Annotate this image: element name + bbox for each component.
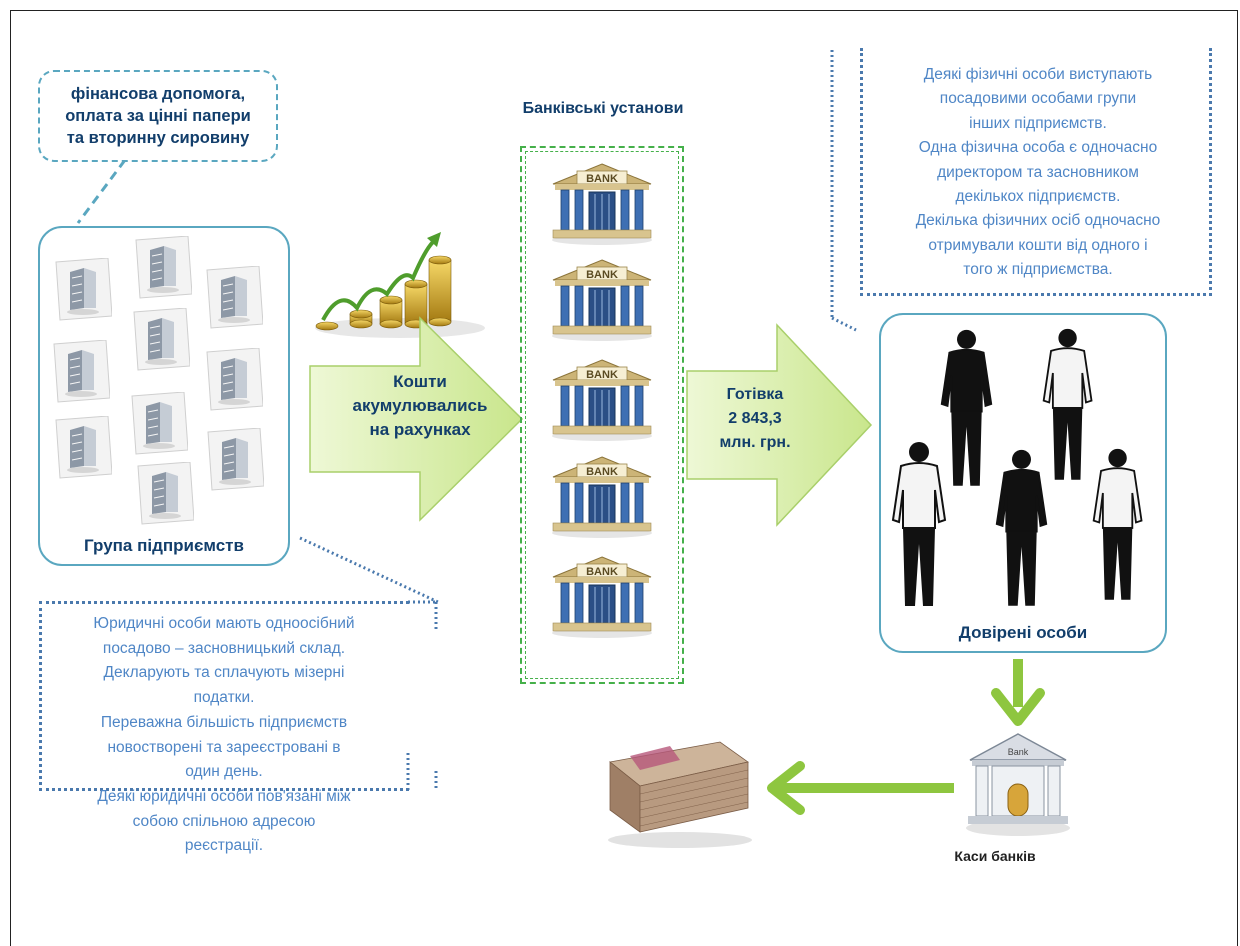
person-silhouette — [1040, 327, 1095, 488]
callout-tail — [76, 159, 127, 224]
bank-icon: BANK — [547, 358, 657, 447]
cash-arrow-label: Готівка 2 843,3 млн. грн. — [695, 383, 815, 455]
arrow2-line: 2 843,3 — [728, 410, 782, 427]
bank-icon: BANK — [547, 555, 657, 644]
diagram-frame — [10, 10, 1238, 946]
note-left-line: посадово – засновницький склад. — [102, 639, 346, 657]
note-left-line: один день. — [185, 763, 263, 781]
cash-desk-icon-text: Bank — [1008, 747, 1029, 757]
trusted-persons-label: Довірені особи — [958, 623, 1088, 642]
note-right-line: посадовими особами групи — [939, 90, 1137, 108]
bank-icon-text: BANK — [586, 269, 618, 281]
note-left-line: Деякі юридичні особи пов'язані між — [97, 787, 351, 805]
office-building-icon — [205, 265, 264, 335]
arrow2-line: млн. грн. — [719, 434, 791, 451]
note-left-line: собою спільною адресою — [132, 812, 316, 830]
funds-source-callout: фінансова допомога, оплата за цінні папе… — [38, 70, 278, 162]
office-building-icon — [132, 307, 191, 377]
bank-icon: BANK — [547, 258, 657, 347]
accumulation-arrow — [309, 316, 524, 522]
office-building-icon — [54, 257, 113, 327]
cash-desk-bank-icon: Bank — [966, 733, 1070, 836]
individuals-note: Деякі фізичні особи виступають посадовим… — [868, 63, 1208, 283]
bank-icon-text: BANK — [586, 566, 618, 578]
note-right-line: отримували кошти від одного і — [928, 236, 1148, 254]
down-arrow — [991, 659, 1045, 726]
note-left-bracket — [408, 600, 438, 630]
arrow1-line: на рахунках — [369, 420, 471, 439]
bank-icon-text: BANK — [586, 369, 618, 381]
person-silhouette — [889, 440, 949, 615]
office-building-icon — [136, 461, 195, 531]
arrow1-line: Кошти — [393, 372, 447, 391]
note-right-line: Деякі фізичні особи виступають — [923, 66, 1153, 83]
bank-icon: BANK — [547, 162, 657, 251]
arrow1-line: акумулювались — [352, 396, 488, 415]
note-right-line: Декілька фізичних осіб одночасно — [915, 212, 1161, 230]
office-building-icon — [52, 339, 111, 409]
legal-entities-note: Юридичні особи мають одноосібний посадов… — [39, 612, 409, 859]
note-right-line: декількох підприємств. — [955, 188, 1121, 206]
arrow2-line: Готівка — [726, 386, 784, 403]
banks-column-inner — [525, 151, 679, 679]
person-silhouette — [1090, 447, 1145, 608]
note-left-line: Юридичні особи мають одноосібний — [93, 615, 355, 632]
person-silhouette — [993, 448, 1050, 615]
office-building-icon — [130, 391, 189, 461]
cash-arrow — [686, 323, 873, 527]
legal-entities-note-frame — [39, 601, 409, 791]
note-left-line: податки. — [193, 689, 255, 707]
note-right-line: директором та засновником — [937, 163, 1139, 181]
callout-line-2: оплата за цінні папери — [65, 107, 251, 125]
bank-icon-text: BANK — [586, 173, 618, 185]
cash-desk-label: Каси банків — [954, 848, 1036, 864]
banks-column — [520, 146, 684, 684]
note-right-line: Одна фізична особа є одночасно — [918, 139, 1158, 157]
note-left-line: реєстрації. — [184, 837, 264, 855]
person-silhouette — [938, 328, 995, 495]
left-arrow — [767, 761, 954, 815]
group-note-connector — [299, 536, 439, 604]
office-building-icon — [206, 427, 265, 497]
office-building-icon — [54, 415, 113, 485]
note-right-line: того ж підприємства. — [963, 261, 1113, 279]
individuals-note-frame — [860, 48, 1212, 296]
banks-title: Банківські установи — [522, 100, 684, 117]
note-left-bracket-bottom — [406, 750, 438, 790]
money-stack-icon — [608, 741, 752, 848]
accumulation-arrow-label: Кошти акумулювались на рахунках — [345, 370, 495, 442]
enterprise-group-label: Група підприємств — [84, 536, 244, 555]
note-left-line: новостворені та зареєстровані в — [107, 738, 341, 756]
note-right-line: інших підприємств. — [969, 114, 1107, 132]
bank-icon-text: BANK — [586, 466, 618, 478]
note-left-line: Декларують та сплачують мізерні — [103, 664, 345, 682]
bank-icon: BANK — [547, 455, 657, 544]
coin-growth-icon — [315, 232, 485, 338]
callout-line-1: фінансова допомога, — [70, 85, 246, 103]
note-left-line: Переважна більшість підприємств — [100, 713, 348, 731]
callout-line-3: та вторинну сировину — [66, 129, 250, 147]
office-building-icon — [205, 347, 264, 417]
office-building-icon — [134, 235, 193, 305]
